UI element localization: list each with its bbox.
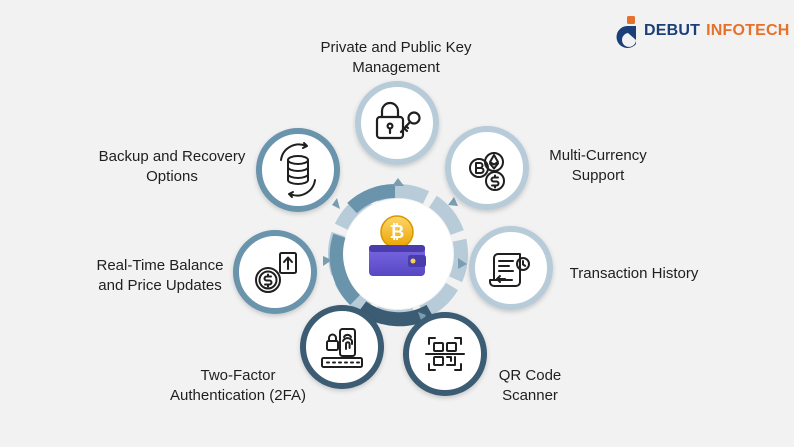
node-transaction-history <box>469 226 553 310</box>
brand-name-part1: DEBUT <box>644 22 701 39</box>
label-line: Scanner <box>502 387 558 404</box>
label-multi-currency: Multi-Currency Support <box>536 146 660 186</box>
label-line: Real-Time Balance <box>96 257 224 274</box>
label-line: Two-Factor <box>200 367 276 384</box>
qr-scan-icon <box>425 337 465 371</box>
crypto-wallet-icon: ₿ <box>369 215 426 276</box>
label-line: Management <box>352 59 440 76</box>
label-qr-scanner: QR Code Scanner <box>490 366 570 406</box>
label-line: Options <box>146 168 198 185</box>
label-line: Backup and Recovery <box>98 148 246 165</box>
node-key-management <box>355 81 439 165</box>
node-realtime-balance <box>233 230 317 314</box>
label-realtime-balance: Real-Time Balance and Price Updates <box>84 256 236 296</box>
label-line: Private and Public Key <box>320 39 472 56</box>
label-two-factor: Two-Factor Authentication (2FA) <box>156 366 320 406</box>
label-line: Support <box>571 167 625 184</box>
label-line: QR Code <box>498 367 562 384</box>
label-key-management: Private and Public Key Management <box>306 38 486 78</box>
label-line: Authentication (2FA) <box>170 387 306 404</box>
database-sync-icon <box>280 142 316 198</box>
brand-header: DEBUT INFOTECH <box>612 14 789 48</box>
label-line: Multi-Currency <box>549 147 647 164</box>
brand-mark-spacer <box>612 15 638 47</box>
label-line: and Price Updates <box>98 277 222 294</box>
brand-name: DEBUT INFOTECH <box>644 22 789 40</box>
brand-logo-icon <box>616 16 636 48</box>
lock-key-icon <box>375 101 421 140</box>
label-transaction-history: Transaction History <box>562 264 706 284</box>
label-line: Transaction History <box>569 265 699 282</box>
dollar-chart-icon <box>255 252 297 293</box>
brand-name-part2: INFOTECH <box>706 22 790 39</box>
phone-fingerprint-icon <box>321 328 363 368</box>
label-backup-recovery: Backup and Recovery Options <box>90 147 254 187</box>
bitcoin-symbol: ₿ <box>390 222 405 243</box>
document-list-icon <box>489 253 530 287</box>
coins-icon <box>469 152 505 191</box>
